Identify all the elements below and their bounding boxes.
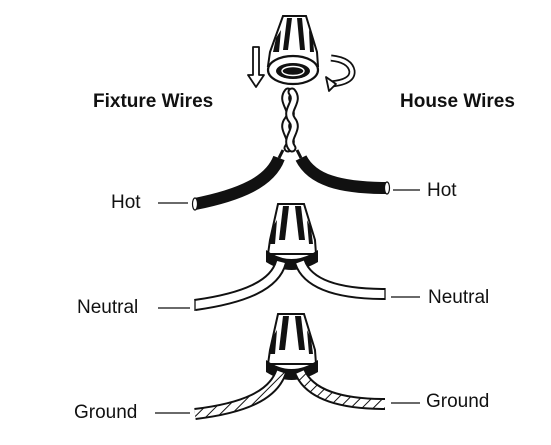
top-wire-nut-icon: [266, 15, 320, 86]
ground-right-label: Ground: [426, 391, 490, 412]
rotate-clockwise-icon: [325, 54, 356, 92]
house-wires-header: House Wires: [400, 91, 515, 112]
ground-left-label: Ground: [74, 402, 138, 423]
arrow-down-icon: [247, 46, 265, 88]
neutral-wires: [194, 259, 386, 311]
hot-left-label: Hot: [111, 192, 141, 213]
ground-wires: [194, 369, 386, 420]
hot-wires: [191, 87, 391, 211]
neutral-wire-nut-icon: [266, 203, 318, 270]
fixture-wires-header: Fixture Wires: [93, 91, 214, 112]
ground-wire-nut-icon: [266, 313, 318, 380]
neutral-right-label: Neutral: [428, 287, 490, 308]
neutral-left-label: Neutral: [77, 297, 139, 318]
hot-right-label: Hot: [427, 180, 457, 201]
